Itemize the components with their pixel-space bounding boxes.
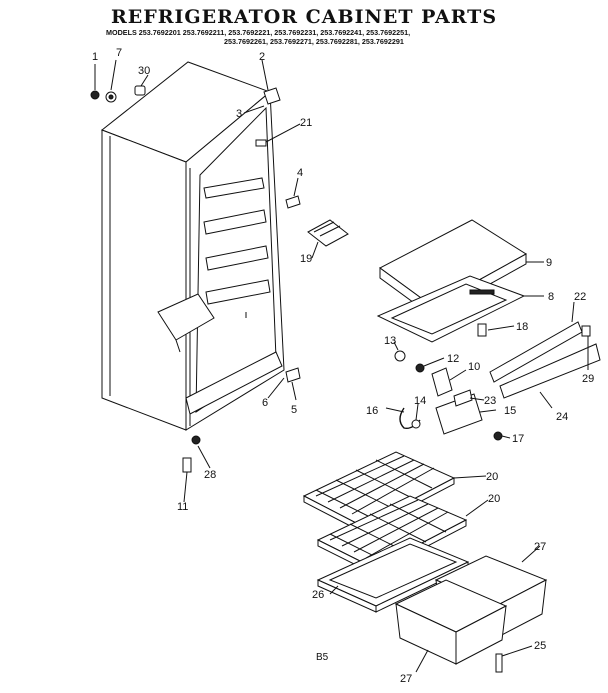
callout-7: 7 [116, 47, 122, 59]
callout-17: 17 [512, 433, 524, 445]
model-numbers-line-1: MODELS 253.7692201 253.7692211, 253.7692… [106, 28, 411, 37]
top-hinge-icon [263, 87, 281, 105]
part-18-icon [477, 323, 487, 337]
part-19-icon [307, 219, 349, 247]
rails [489, 301, 601, 409]
shelf-rail-3 [205, 245, 269, 271]
callout-20-lower: 20 [488, 493, 500, 505]
callout-19: 19 [300, 253, 312, 265]
callout-27-lower: 27 [400, 673, 412, 685]
part-11-icon [182, 457, 192, 473]
callout-20-upper: 20 [486, 471, 498, 483]
callout-22: 22 [574, 291, 586, 303]
callout-1: 1 [92, 51, 98, 63]
callout-6: 6 [262, 397, 268, 409]
callout-15: 15 [504, 405, 516, 417]
callout-11: 11 [177, 501, 188, 513]
part-18 [477, 323, 515, 337]
shelf-rail-1 [203, 177, 265, 199]
leveling-legs [182, 435, 211, 503]
part-10-icon [431, 367, 453, 397]
cabinet-bottom-edge [185, 351, 283, 415]
cabinet-drawing [100, 61, 285, 431]
shelf-rail-4 [205, 279, 271, 305]
callout-8: 8 [548, 291, 554, 303]
callout-24: 24 [556, 411, 568, 423]
cabinet-side [101, 129, 187, 431]
callout-18: 18 [516, 321, 528, 333]
callout-27-upper: 27 [534, 541, 546, 553]
callout-25: 25 [534, 640, 546, 652]
callout-5: 5 [291, 404, 297, 416]
page-code: B5 [316, 652, 329, 663]
part-13-icon [394, 350, 406, 362]
model-numbers-line-2: 253.7692261, 253.7692271, 253.7692281, 2… [224, 37, 404, 46]
part-12-icon [415, 363, 425, 373]
freezer-door-assembly [376, 219, 544, 343]
callout-29: 29 [582, 373, 594, 385]
callout-9: 9 [546, 257, 552, 269]
callout-23: 23 [484, 395, 496, 407]
callout-16: 16 [366, 405, 378, 417]
part-14-icon [411, 419, 421, 429]
bottom-hinge-icon [285, 367, 301, 383]
rail-24 [499, 343, 601, 399]
leveling-parts [90, 59, 149, 103]
part-29-icon [581, 325, 591, 337]
crisper-pans [394, 545, 548, 673]
part-17-icon [493, 431, 503, 441]
callout-labels: 1 2 3 4 5 6 7 8 9 10 11 12 13 14 15 16 1… [92, 47, 594, 685]
part-4-icon [285, 195, 301, 209]
part-21-icon [255, 139, 267, 147]
shelf-rail-2 [203, 209, 267, 235]
callout-21: 21 [300, 117, 312, 129]
part-28-icon [191, 435, 201, 445]
control-parts [385, 341, 511, 441]
diagram-title: REFRIGERATOR CABINET PARTS [110, 6, 498, 28]
callout-3: 3 [236, 108, 242, 120]
callout-4: 4 [297, 167, 303, 179]
callout-13: 13 [384, 335, 396, 347]
callout-14: 14 [414, 395, 426, 407]
callout-12: 12 [447, 353, 459, 365]
shelves [302, 451, 489, 613]
callout-30: 30 [138, 65, 150, 77]
model-numbers: MODELS 253.7692201 253.7692211, 253.7692… [106, 28, 566, 46]
egg-tray [307, 219, 349, 259]
part-23-icon [453, 389, 473, 407]
part-25-icon [495, 653, 503, 673]
part-30-icon [134, 85, 146, 96]
callout-26: 26 [312, 589, 324, 601]
hinge-parts [243, 59, 301, 401]
callout-28: 28 [204, 469, 216, 481]
callout-10: 10 [468, 361, 480, 373]
part-1-icon [90, 90, 100, 100]
interior-bracket [157, 293, 215, 341]
callout-2: 2 [259, 51, 265, 63]
